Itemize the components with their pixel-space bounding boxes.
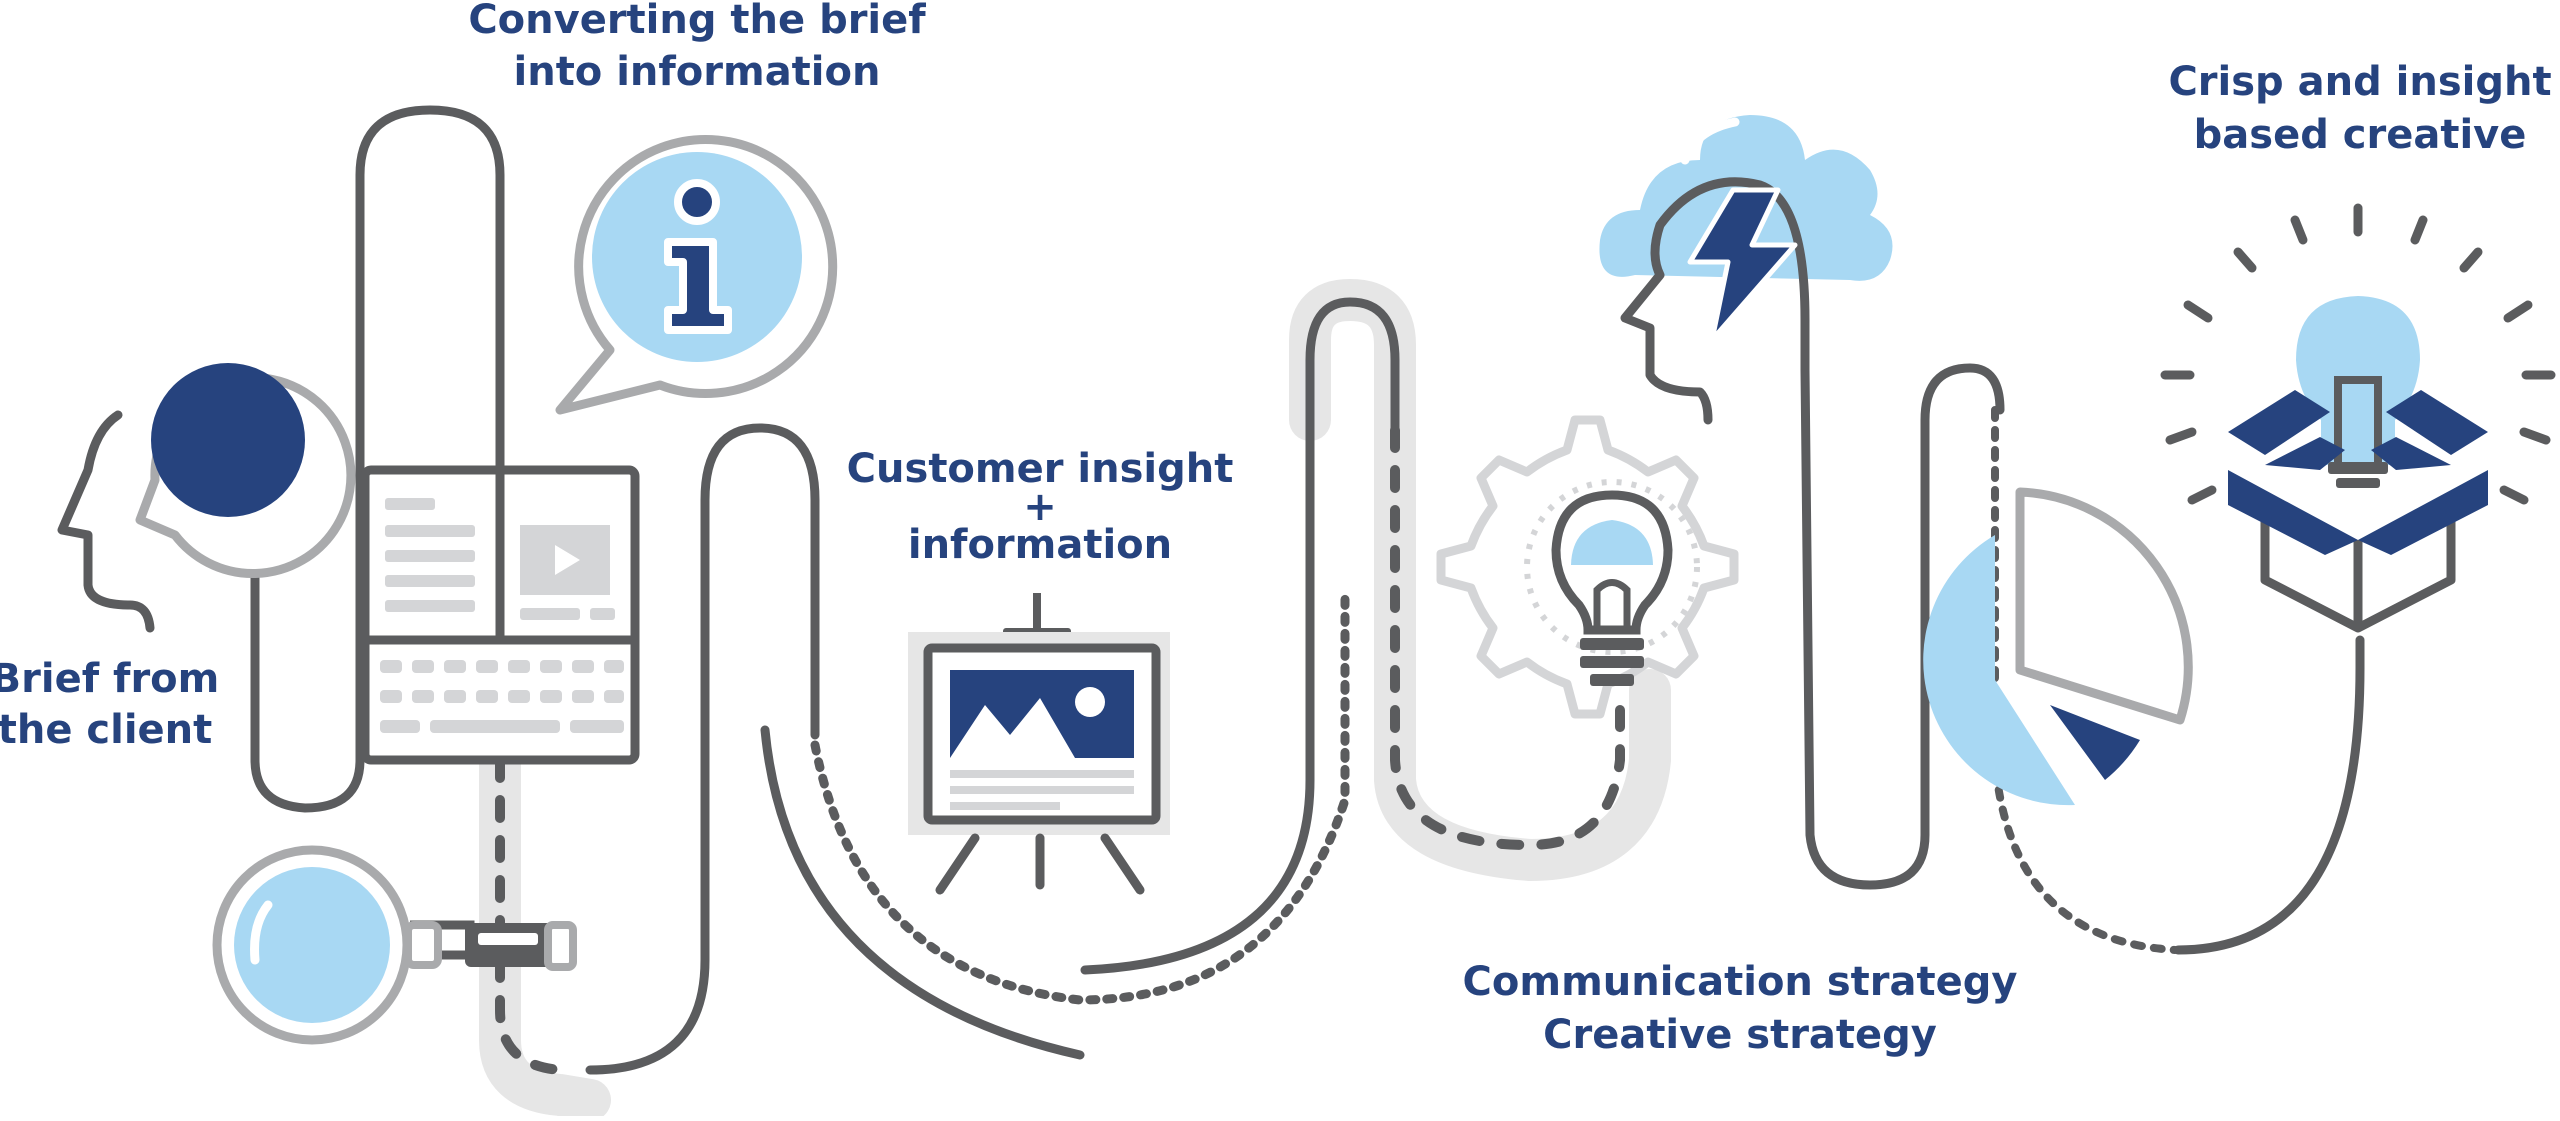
stage-label-insight: Customer insight + information [847,446,1234,568]
magnifier-icon [212,845,577,1045]
label-insight-line1: Customer insight [847,446,1234,492]
dashed-paths [495,406,2179,1075]
stage-label-strategy: Communication strategy Creative strategy [1463,959,2018,1058]
stage-label-creative: Crisp and insight based creative [2168,59,2551,158]
label-convert-line2: into information [514,49,881,95]
label-strategy-line1: Communication strategy [1463,959,2018,1005]
info-bubble-icon [555,135,838,415]
label-creative-line2: based creative [2194,112,2527,158]
label-brief-line1: Brief from [0,656,219,702]
label-strategy-line2: Creative strategy [1543,1012,1937,1058]
label-insight-line2: + [1023,484,1057,530]
pie-chart-icon [1923,487,2193,806]
main-path [250,105,2365,1075]
idea-box-icon [2160,203,2556,633]
document-lines [385,498,475,612]
laptop-icon [360,465,640,765]
label-brief-line2: the client [0,707,212,753]
easel-icon [908,593,1170,895]
label-insight-line3: information [908,522,1172,568]
gear-bulb-icon [1436,415,1739,719]
stage-label-brief: Brief from the client [0,656,219,753]
label-creative-line1: Crisp and insight [2168,59,2551,105]
thinking-head-icon [1599,115,1893,425]
keyboard-keys [380,660,624,733]
label-convert-line1: Converting the brief [468,0,926,43]
video-thumbnail-icon [520,525,615,620]
stage-label-convert: Converting the brief into information [468,0,926,95]
client-head-icon [57,363,356,633]
